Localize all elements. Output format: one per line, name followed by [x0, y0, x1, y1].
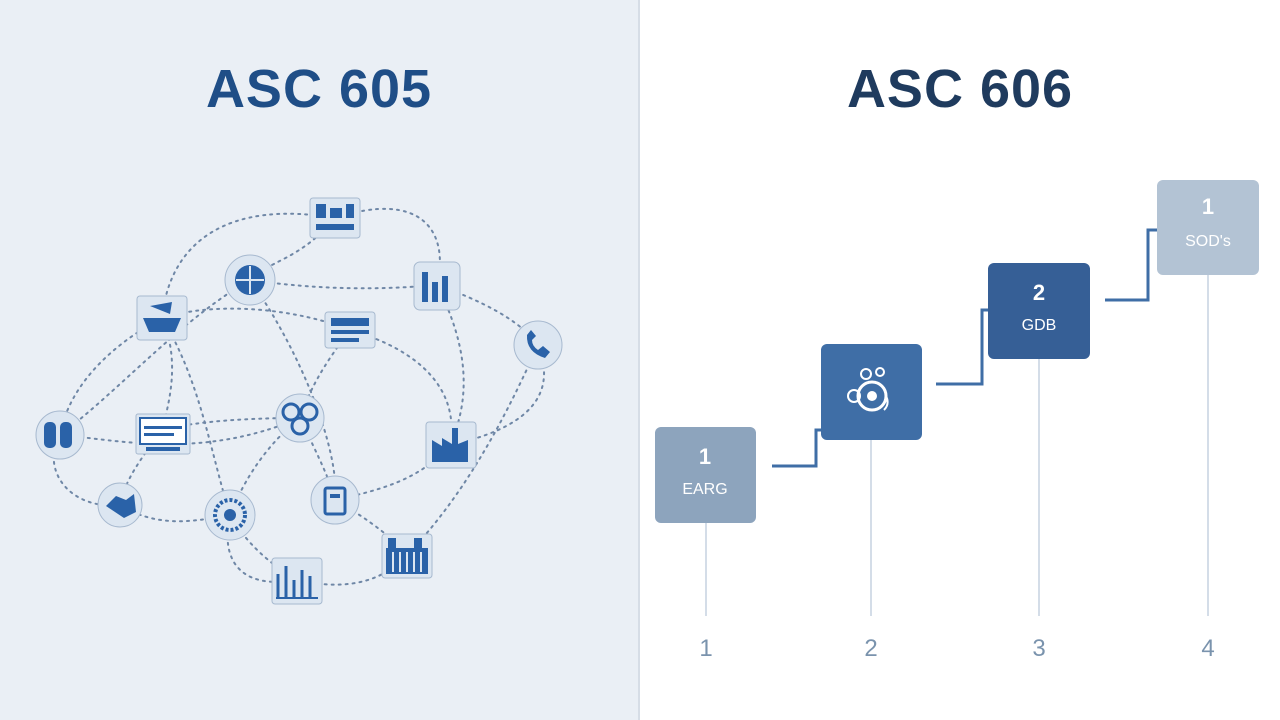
clipboard-icon — [310, 475, 360, 525]
handshake-icon — [97, 482, 143, 528]
step-1-number: 1 — [699, 444, 711, 469]
step-3-fill — [988, 263, 1090, 359]
step-stems — [705, 274, 1209, 616]
coin-icon — [204, 489, 256, 541]
step-4-number: 1 — [1202, 194, 1214, 219]
staircase-connectors — [772, 228, 1157, 468]
axis-label-4: 4 — [1201, 635, 1214, 662]
gears-icon — [847, 367, 889, 412]
chart-icon — [413, 261, 461, 311]
step-4-box: 1 SOD's — [1157, 180, 1259, 275]
document-icon — [324, 311, 376, 349]
axis-label-3: 3 — [1032, 635, 1045, 662]
axis-label-1: 1 — [699, 635, 712, 662]
ship-icon — [136, 295, 188, 341]
step-3-box: 2 GDB — [988, 263, 1090, 359]
step-2-box — [821, 344, 922, 440]
axis-label-2: 2 — [864, 635, 877, 662]
step-4-label: SOD's — [1185, 233, 1231, 250]
step-3-number: 2 — [1033, 280, 1045, 305]
step-3-label: GDB — [1022, 317, 1057, 334]
step-1-label: EARG — [682, 481, 727, 498]
building-icon — [309, 197, 361, 239]
asc605-title: ASC 605 — [205, 59, 433, 119]
warehouse-icon — [381, 533, 433, 579]
panel-divider — [638, 0, 640, 720]
people-icon — [35, 410, 85, 460]
globe-icon — [224, 254, 276, 306]
asc606-panel — [640, 0, 1280, 720]
city-icon — [271, 557, 323, 605]
axis-labels: 1 2 3 4 — [699, 635, 1214, 662]
factory-icon — [425, 421, 477, 469]
step-4-fill — [1157, 180, 1259, 275]
computer-icon — [135, 413, 191, 455]
phone-icon — [513, 320, 563, 370]
step-1-fill — [655, 427, 756, 523]
step-1-box: 1 EARG — [655, 427, 756, 523]
network-icons — [35, 197, 563, 605]
gear-cluster-icon — [275, 393, 325, 443]
asc606-title: ASC 606 — [846, 59, 1074, 119]
